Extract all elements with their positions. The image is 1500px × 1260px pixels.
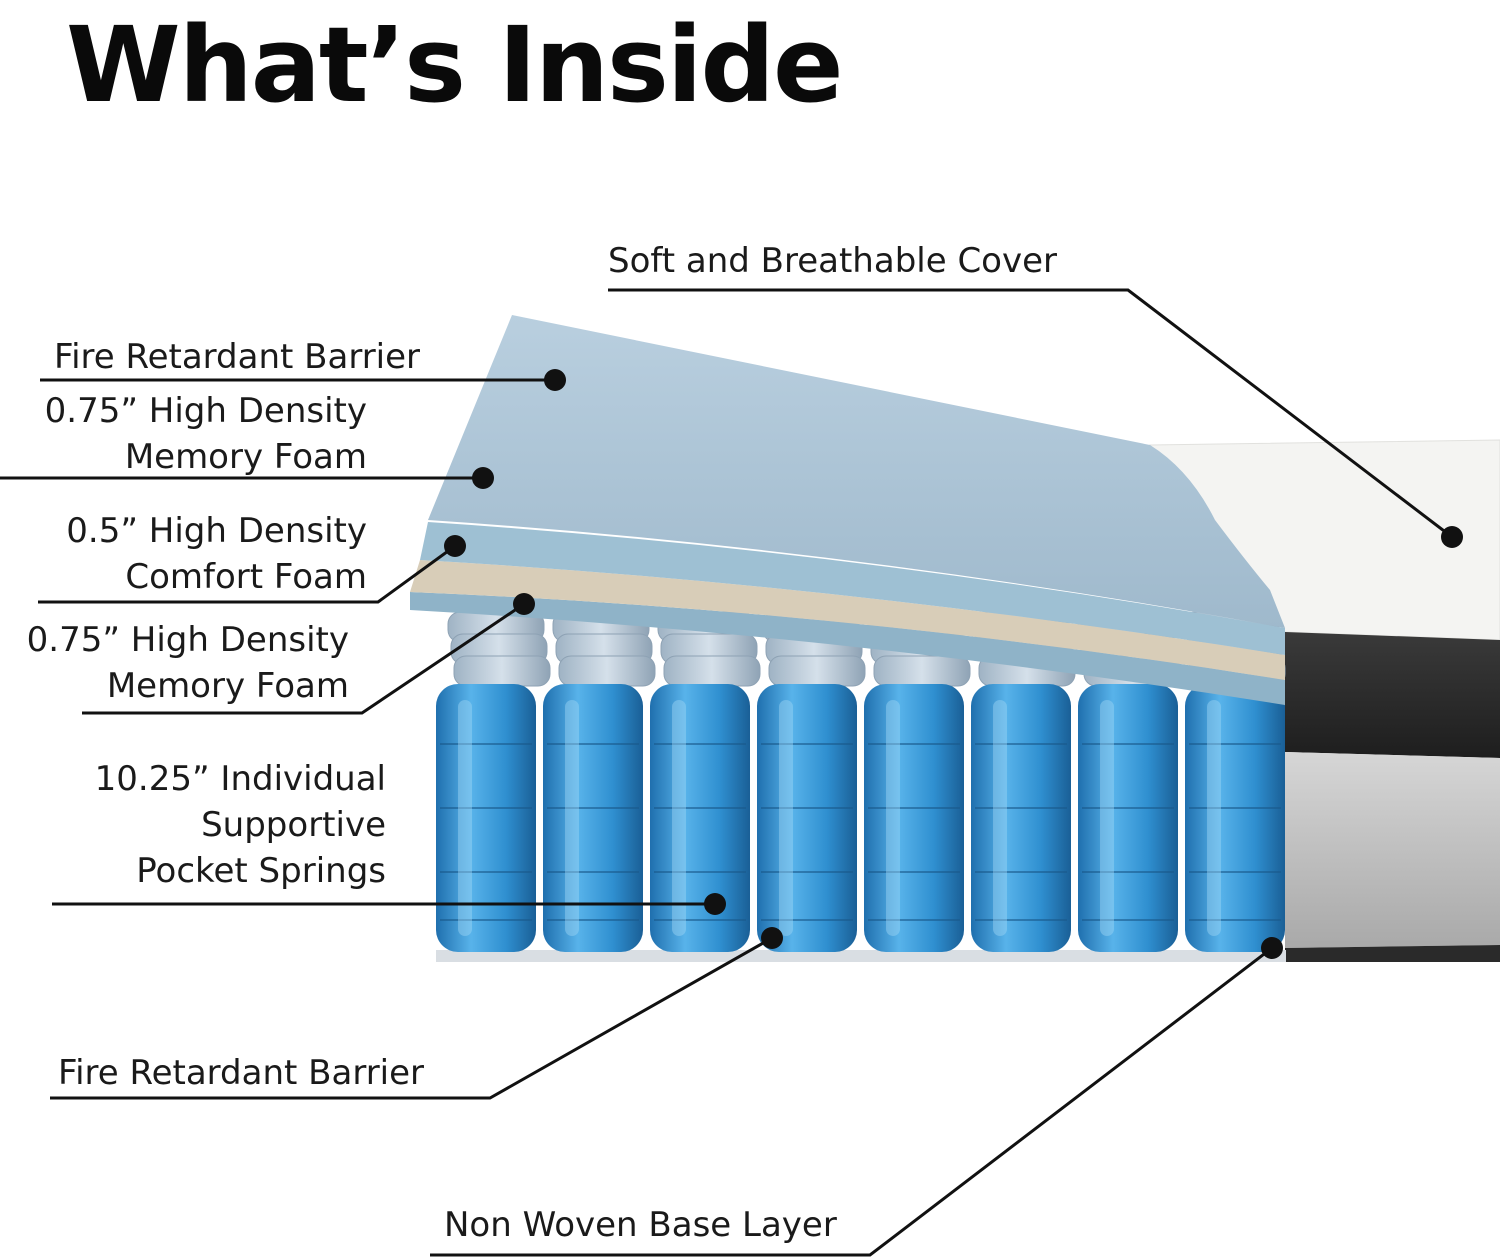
memory-foam-top-layer bbox=[420, 522, 1285, 655]
pocket-spring bbox=[757, 684, 857, 952]
label-fire-top: Fire Retardant Barrier bbox=[54, 337, 421, 377]
label-springs-line-3: Pocket Springs bbox=[136, 851, 386, 891]
spring-base-strip bbox=[436, 950, 1286, 962]
label-fire-bottom: Fire Retardant Barrier bbox=[58, 1053, 425, 1093]
callout-dot-fire-top bbox=[544, 369, 566, 391]
label-comfort-line-2: Comfort Foam bbox=[125, 557, 367, 597]
label-springs-line-2: Supportive bbox=[201, 805, 386, 845]
callout-dot-memory-top bbox=[472, 467, 494, 489]
pocket-spring bbox=[971, 684, 1071, 952]
callout-dots bbox=[444, 369, 1463, 959]
callout-line-comfort bbox=[38, 544, 456, 604]
foam-layer-stack bbox=[410, 315, 1285, 705]
label-comfort: 0.5” High Density Comfort Foam bbox=[66, 508, 367, 600]
label-memory-bottom-line-2: Memory Foam bbox=[106, 666, 349, 706]
back-spring bbox=[558, 655, 656, 687]
pocket-spring bbox=[543, 684, 643, 952]
pocket-spring bbox=[1078, 684, 1178, 952]
callout-lines bbox=[0, 288, 1453, 1257]
pocket-spring bbox=[436, 684, 536, 952]
callout-dot-base bbox=[1261, 937, 1283, 959]
label-springs-line-1: 10.25” Individual bbox=[94, 759, 386, 799]
label-memory-top-line-1: 0.75” High Density bbox=[44, 391, 367, 431]
pocket-spring bbox=[1185, 684, 1285, 952]
callout-dot-comfort bbox=[444, 535, 466, 557]
label-memory-bottom: 0.75” High Density Memory Foam bbox=[27, 617, 349, 709]
callout-dot-fire-bottom bbox=[761, 927, 783, 949]
label-memory-top-line-2: Memory Foam bbox=[124, 437, 367, 477]
comfort-foam-layer bbox=[410, 560, 1285, 680]
label-comfort-line-1: 0.5” High Density bbox=[66, 511, 367, 551]
fire-retardant-top-sheet bbox=[428, 315, 1285, 628]
label-cover: Soft and Breathable Cover bbox=[608, 241, 1058, 281]
callout-line-memory-bottom bbox=[82, 602, 525, 715]
label-base: Non Woven Base Layer bbox=[444, 1205, 837, 1245]
pocket-spring bbox=[650, 684, 750, 952]
back-spring bbox=[453, 655, 551, 687]
pocket-spring bbox=[864, 684, 964, 952]
page-title: What’s Inside bbox=[66, 4, 844, 126]
callout-line-base bbox=[430, 946, 1273, 1257]
mattress-cover-side bbox=[1149, 439, 1500, 962]
label-memory-top: 0.75” High Density Memory Foam bbox=[45, 388, 367, 480]
label-springs: 10.25” Individual Supportive Pocket Spri… bbox=[95, 756, 386, 894]
back-spring bbox=[663, 655, 761, 687]
callout-line-cover bbox=[608, 288, 1453, 539]
callout-dot-cover bbox=[1441, 526, 1463, 548]
callout-dot-springs bbox=[704, 893, 726, 915]
callout-line-fire-bottom bbox=[50, 936, 773, 1100]
memory-foam-bottom-layer bbox=[410, 592, 1285, 705]
label-memory-bottom-line-1: 0.75” High Density bbox=[26, 620, 349, 660]
callout-dot-memory-bottom bbox=[513, 593, 535, 615]
back-spring bbox=[873, 655, 971, 687]
front-pocket-springs bbox=[436, 684, 1285, 952]
back-spring bbox=[768, 655, 866, 687]
